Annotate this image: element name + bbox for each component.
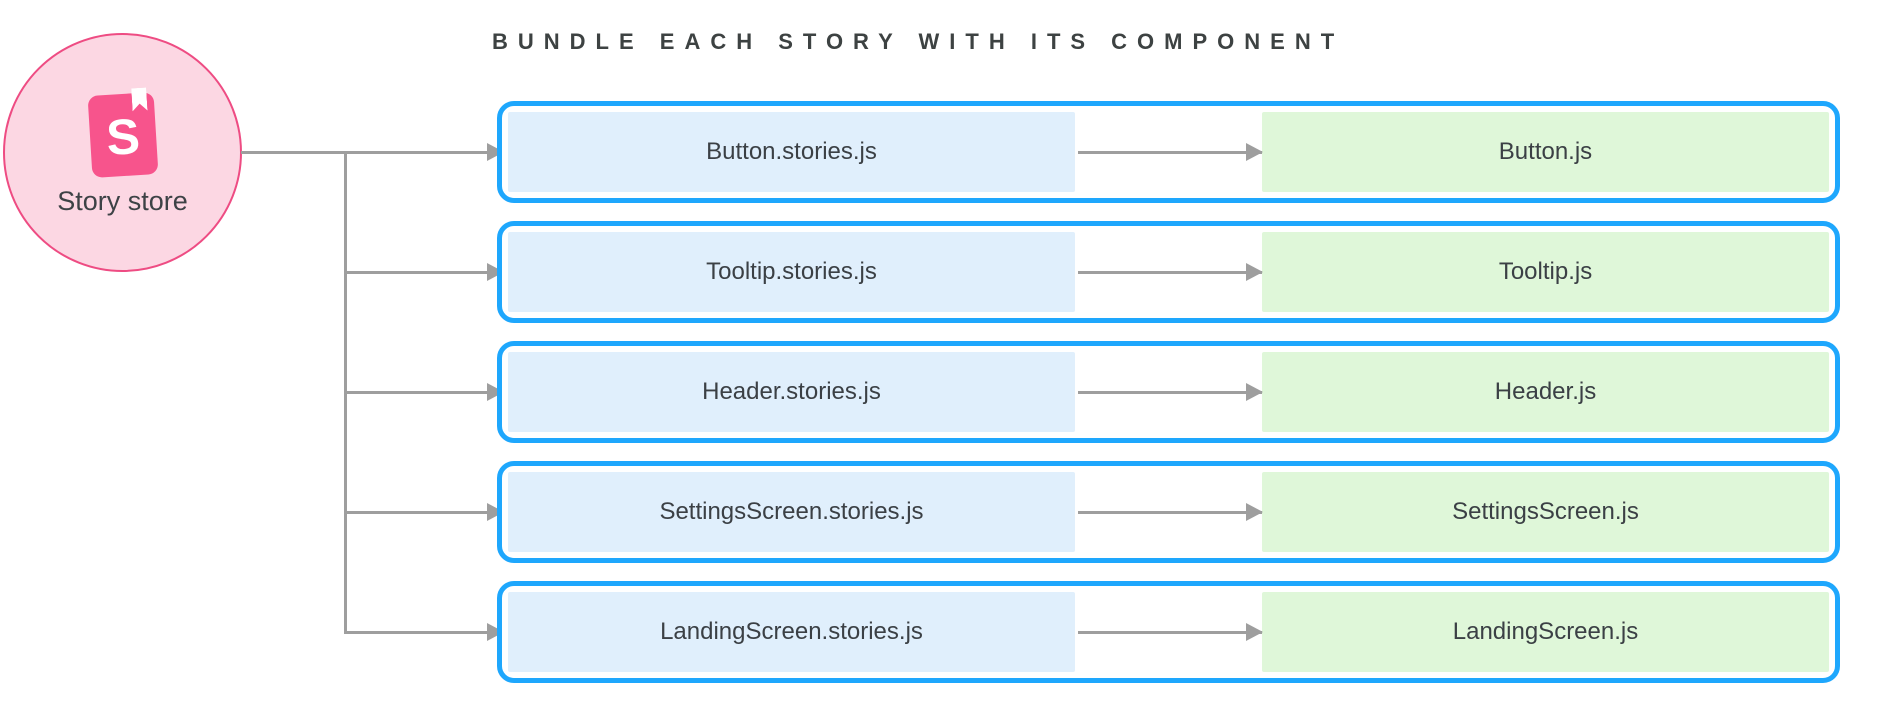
bundle-arrow (1078, 503, 1263, 521)
arrow-head-icon (1246, 383, 1263, 401)
component-file-box: Header.js (1262, 352, 1829, 432)
storybook-logo-icon: S (87, 92, 158, 178)
bundle-row: LandingScreen.stories.js LandingScreen.j… (497, 581, 1840, 683)
arrow-head-icon (1246, 263, 1263, 281)
diagram-title: BUNDLE EACH STORY WITH ITS COMPONENT (492, 29, 1345, 54)
arrow-head-icon (1246, 143, 1263, 161)
connector-line (345, 270, 487, 274)
component-file-box: LandingScreen.js (1262, 592, 1829, 672)
component-file-box: SettingsScreen.js (1262, 472, 1829, 552)
story-file-box: LandingScreen.stories.js (508, 592, 1075, 672)
story-store-label: Story store (57, 186, 188, 216)
story-file-box: Header.stories.js (508, 352, 1075, 432)
story-file-box: Button.stories.js (508, 112, 1075, 192)
arrow-head-icon (1246, 503, 1263, 521)
story-file-box: SettingsScreen.stories.js (508, 472, 1075, 552)
bundle-row: Header.stories.js Header.js (497, 341, 1840, 443)
bundle-row: Button.stories.js Button.js (497, 101, 1840, 203)
connector-line (345, 390, 487, 394)
connector-line (345, 510, 487, 514)
bundle-row: SettingsScreen.stories.js SettingsScreen… (497, 461, 1840, 563)
arrow-head-icon (1246, 623, 1263, 641)
component-file-box: Tooltip.js (1262, 232, 1829, 312)
story-file-box: Tooltip.stories.js (508, 232, 1075, 312)
bundle-arrow (1078, 623, 1263, 641)
bundle-arrow (1078, 143, 1263, 161)
bundle-arrow (1078, 383, 1263, 401)
bundle-arrow (1078, 263, 1263, 281)
story-store-node: S Story store (3, 33, 242, 272)
bundle-row: Tooltip.stories.js Tooltip.js (497, 221, 1840, 323)
bookmark-icon (131, 87, 147, 111)
storybook-logo-letter: S (104, 108, 141, 166)
component-file-box: Button.js (1262, 112, 1829, 192)
connector-line (241, 150, 487, 154)
connector-line (345, 630, 487, 634)
